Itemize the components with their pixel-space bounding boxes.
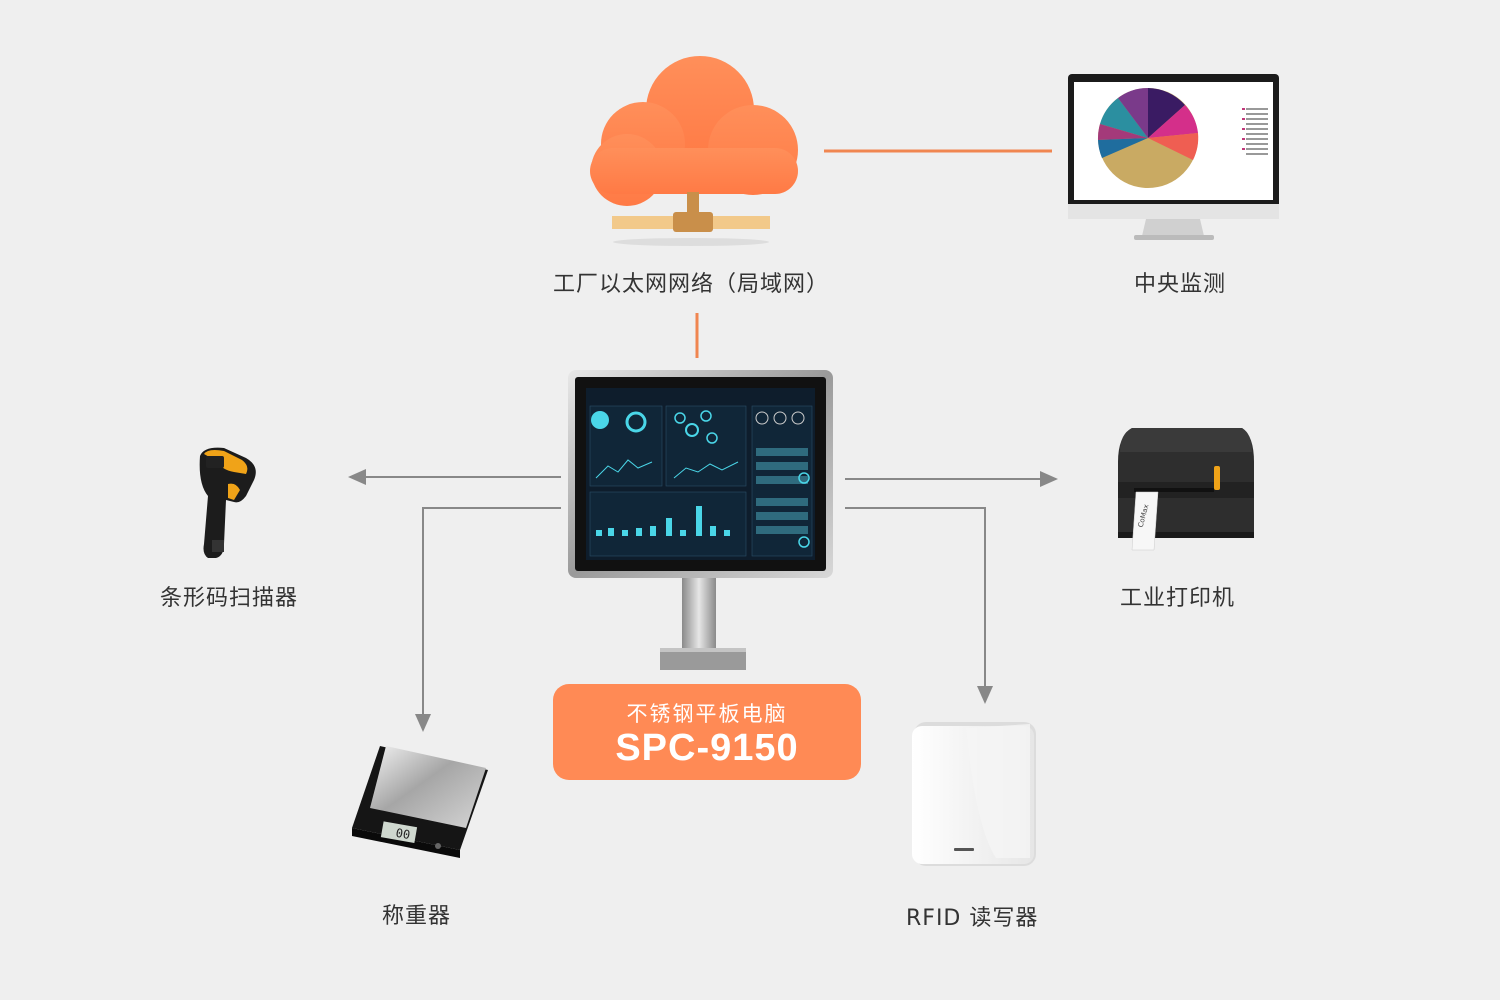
product-model: SPC-9150 [615, 727, 799, 769]
weighing-scale-icon: 00 [352, 746, 488, 858]
product-subtitle: 不锈钢平板电脑 [626, 702, 788, 726]
industrial-printer-icon: CoMax [1118, 428, 1254, 551]
monitor-label: 中央监测 [1134, 272, 1227, 297]
arrow-to-rfid [845, 507, 993, 704]
rfid-label: RFID 读写器 [906, 906, 1039, 931]
printer-label: 工业打印机 [1120, 586, 1236, 611]
central-monitor-icon [1068, 74, 1279, 240]
scale-label: 称重器 [382, 904, 452, 929]
product-badge: 不锈钢平板电脑 SPC-9150 [553, 684, 861, 780]
barcode-scanner-icon [199, 447, 256, 558]
cloud-network-icon [590, 56, 798, 246]
rfid-reader-icon [912, 722, 1036, 866]
scale-display-text: 00 [395, 826, 412, 842]
scanner-label: 条形码扫描器 [160, 586, 299, 611]
stainless-tablet-image [568, 370, 833, 670]
network-label: 工厂以太网网络（局域网） [553, 272, 830, 297]
arrow-to-scale [415, 507, 561, 732]
